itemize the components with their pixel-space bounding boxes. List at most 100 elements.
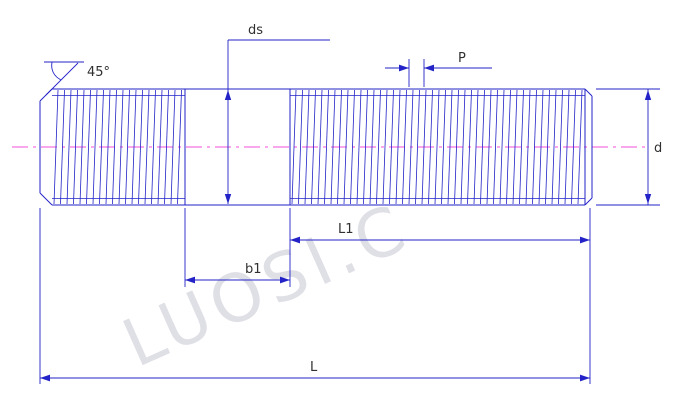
thread-crest-line xyxy=(467,89,472,205)
thread-crest-line xyxy=(376,89,381,205)
chamfer-angle-arc xyxy=(51,61,62,81)
thread-crest-line xyxy=(330,89,336,205)
thread-crest-line xyxy=(421,89,427,205)
thread-crest-line xyxy=(73,89,78,205)
thread-crest-line xyxy=(86,89,91,205)
thread-crest-line xyxy=(395,89,401,205)
thread-crest-line xyxy=(571,89,576,205)
thread-crest-line xyxy=(402,89,407,205)
thread-crest-line xyxy=(369,89,375,205)
thread-diameter-label: d xyxy=(654,141,662,156)
thread-crest-line xyxy=(105,89,111,205)
thread-crest-line xyxy=(408,89,414,205)
thread-crest-line xyxy=(363,89,368,205)
thread-crest-line xyxy=(118,89,124,205)
left-thread-section xyxy=(53,89,182,205)
total-length-label: L xyxy=(310,360,318,375)
thread-crest-line xyxy=(343,89,349,205)
thread-crest-line xyxy=(99,89,104,205)
thread-crest-line xyxy=(551,89,557,205)
thread-crest-line xyxy=(382,89,388,205)
thread-crest-line xyxy=(356,89,362,205)
left-chamfer-bottom xyxy=(39,192,53,206)
l1-label: L1 xyxy=(338,222,354,237)
thread-crest-line xyxy=(506,89,511,205)
b1-label: b1 xyxy=(245,262,262,277)
dim-shank-diameter: ds xyxy=(224,23,330,204)
thread-crest-line xyxy=(317,89,323,205)
thread-crest-line xyxy=(304,89,310,205)
thread-crest-line xyxy=(460,89,466,205)
thread-crest-line xyxy=(428,89,433,205)
thread-crest-line xyxy=(60,89,65,205)
chamfer-extension-line xyxy=(45,62,79,96)
thread-crest-line xyxy=(337,89,342,205)
thread-crest-line xyxy=(164,89,169,205)
b1-arrow-left xyxy=(185,276,195,284)
l-arrow-left xyxy=(40,374,50,382)
thread-crest-line xyxy=(53,89,59,205)
thread-crest-line xyxy=(131,89,137,205)
dim-thread-diameter: d xyxy=(596,88,662,206)
thread-crest-line xyxy=(157,89,163,205)
thread-crest-line xyxy=(350,89,355,205)
thread-crest-line xyxy=(473,89,479,205)
thread-crest-line xyxy=(389,89,394,205)
thread-crest-line xyxy=(493,89,498,205)
thread-crest-line xyxy=(79,89,85,205)
dim-thread-pitch: P xyxy=(385,51,492,87)
pitch-arrow-left xyxy=(399,64,409,72)
ds-arrow-bottom xyxy=(224,194,232,204)
thread-crest-line xyxy=(545,89,550,205)
thread-crest-line xyxy=(486,89,492,205)
thread-crest-line xyxy=(298,89,303,205)
b1-arrow-right xyxy=(280,276,290,284)
thread-crest-line xyxy=(499,89,505,205)
shank-diameter-label: ds xyxy=(248,23,263,38)
thread-crest-line xyxy=(532,89,537,205)
stud-outline xyxy=(39,88,593,206)
right-chamfer-top xyxy=(584,88,593,97)
thread-crest-line xyxy=(415,89,420,205)
thread-crest-line xyxy=(538,89,544,205)
thread-crest-line xyxy=(519,89,524,205)
thread-crest-line xyxy=(66,89,72,205)
thread-crest-line xyxy=(138,89,143,205)
thread-crest-line xyxy=(144,89,150,205)
thread-crest-line xyxy=(112,89,117,205)
thread-pitch-label: P xyxy=(458,51,466,66)
ds-arrow-top xyxy=(224,90,232,100)
thread-crest-line xyxy=(447,89,453,205)
l-arrow-right xyxy=(580,374,590,382)
dim-b1: b1 xyxy=(184,208,290,287)
thread-crest-line xyxy=(291,89,297,205)
dim-l1: L1 xyxy=(289,208,591,384)
dim-total-length: L xyxy=(39,208,590,384)
thread-crest-line xyxy=(151,89,156,205)
thread-crest-line xyxy=(441,89,446,205)
thread-crest-line xyxy=(564,89,570,205)
thread-crest-line xyxy=(324,89,329,205)
dim-chamfer-angle: 45° xyxy=(44,61,110,96)
d-arrow-top xyxy=(644,90,652,100)
thread-crest-line xyxy=(454,89,459,205)
thread-crest-line xyxy=(170,89,176,205)
thread-crest-line xyxy=(92,89,98,205)
thread-crest-line xyxy=(311,89,316,205)
d-arrow-bottom xyxy=(644,194,652,204)
thread-crest-line xyxy=(525,89,531,205)
pitch-arrow-right xyxy=(424,64,434,72)
l1-arrow-right xyxy=(580,236,590,244)
thread-crest-line xyxy=(512,89,518,205)
thread-crest-line xyxy=(577,89,583,205)
right-chamfer-bottom xyxy=(584,197,593,206)
thread-crest-line xyxy=(434,89,440,205)
right-thread-section xyxy=(291,89,583,205)
chamfer-angle-label: 45° xyxy=(87,65,110,80)
thread-crest-line xyxy=(558,89,563,205)
thread-crest-line xyxy=(125,89,130,205)
l1-arrow-left xyxy=(290,236,300,244)
thread-crest-line xyxy=(177,89,182,205)
